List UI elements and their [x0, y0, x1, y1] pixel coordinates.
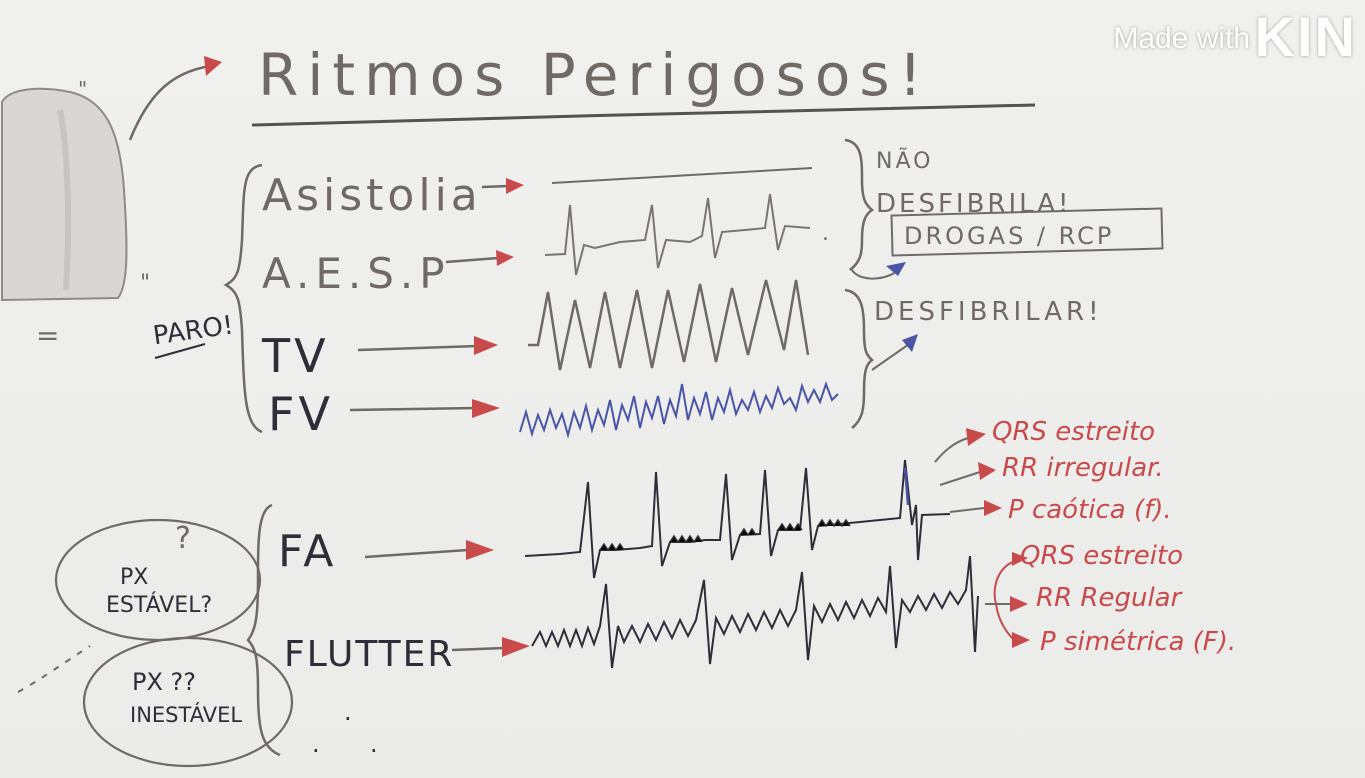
- arrow-icon: [1010, 596, 1028, 612]
- rhythm-asistolia: Asistolia: [262, 170, 482, 221]
- shock-brace-icon: [844, 288, 875, 429]
- page-title: Ritmos Perigosos!: [258, 41, 931, 109]
- ecg-trace-fa: [524, 459, 951, 579]
- rhythm-fv: FV: [268, 387, 334, 441]
- stable-line1: PX: [120, 565, 148, 590]
- flutter-note-qrs: QRS estreito: [1020, 541, 1183, 571]
- note-nao: NÃO: [876, 147, 933, 174]
- arrow-icon: [966, 428, 986, 446]
- arrow-icon: [506, 178, 524, 194]
- watermark-brand: KIN: [1254, 5, 1357, 68]
- drugs-box: [890, 207, 1164, 257]
- rhythm-fa: FA: [278, 526, 337, 577]
- rhythm-flutter: FLUTTER: [284, 634, 454, 675]
- stable-line2: ESTÁVEL?: [106, 592, 212, 618]
- arrow-icon: [496, 250, 514, 266]
- arrow-icon: [502, 637, 530, 657]
- arrest-brace-icon: [223, 163, 263, 434]
- ecg-trace-flutter: [531, 555, 979, 669]
- arrest-label: PARO!: [151, 310, 235, 351]
- svg-text:": ": [140, 271, 150, 296]
- fa-note-rr: RR irregular.: [1002, 453, 1164, 483]
- ecg-trace-tv: [528, 279, 810, 371]
- svg-text:=: =: [36, 319, 59, 352]
- arrow-icon: [902, 334, 918, 352]
- circle-stable: [54, 518, 262, 642]
- arrow-icon: [1012, 632, 1030, 648]
- ecg-trace-asistolia: [551, 167, 813, 184]
- question-mark: ?: [175, 521, 191, 556]
- arrow-icon: [1012, 552, 1028, 566]
- circle-unstable: [82, 636, 294, 768]
- svg-text:.: .: [344, 698, 352, 726]
- flutter-note-rr: RR Regular: [1036, 583, 1184, 613]
- arrow-icon: [978, 462, 996, 480]
- eraser-shape: [0, 87, 128, 302]
- note-drogas-rcp: DROGAS / RCP: [904, 222, 1114, 250]
- arrow-icon: [474, 336, 498, 355]
- watermark: Made with KIN: [1113, 4, 1357, 69]
- svg-text:.: .: [822, 221, 829, 246]
- unstable-line2: INESTÁVEL: [130, 702, 242, 727]
- watermark-prefix: Made with: [1113, 22, 1251, 55]
- svg-text:.: .: [312, 730, 320, 758]
- note-desfibrilar: DESFIBRILAR!: [874, 297, 1103, 327]
- unstable-line1: PX ??: [132, 668, 196, 696]
- arrow-icon: [886, 262, 906, 276]
- arrow-icon: [466, 540, 494, 560]
- svg-text:": ": [78, 77, 87, 101]
- fa-note-p: P caótica (f).: [1008, 495, 1172, 525]
- title-arrow-icon: [128, 64, 211, 141]
- svg-text:.: .: [370, 730, 378, 758]
- arrow-icon: [472, 399, 500, 418]
- stable-brace-icon: [246, 503, 281, 757]
- ecg-trace-aesp: [544, 193, 811, 276]
- rhythm-tv: TV: [261, 329, 330, 383]
- no-shock-brace-icon: [844, 138, 875, 271]
- arrow-icon: [984, 500, 1002, 516]
- rhythm-aesp: A.E.S.P: [262, 249, 451, 298]
- fa-note-qrs: QRS estreito: [992, 417, 1155, 447]
- flutter-note-p: P simétrica (F).: [1040, 627, 1236, 657]
- ecg-trace-fv: [519, 381, 839, 439]
